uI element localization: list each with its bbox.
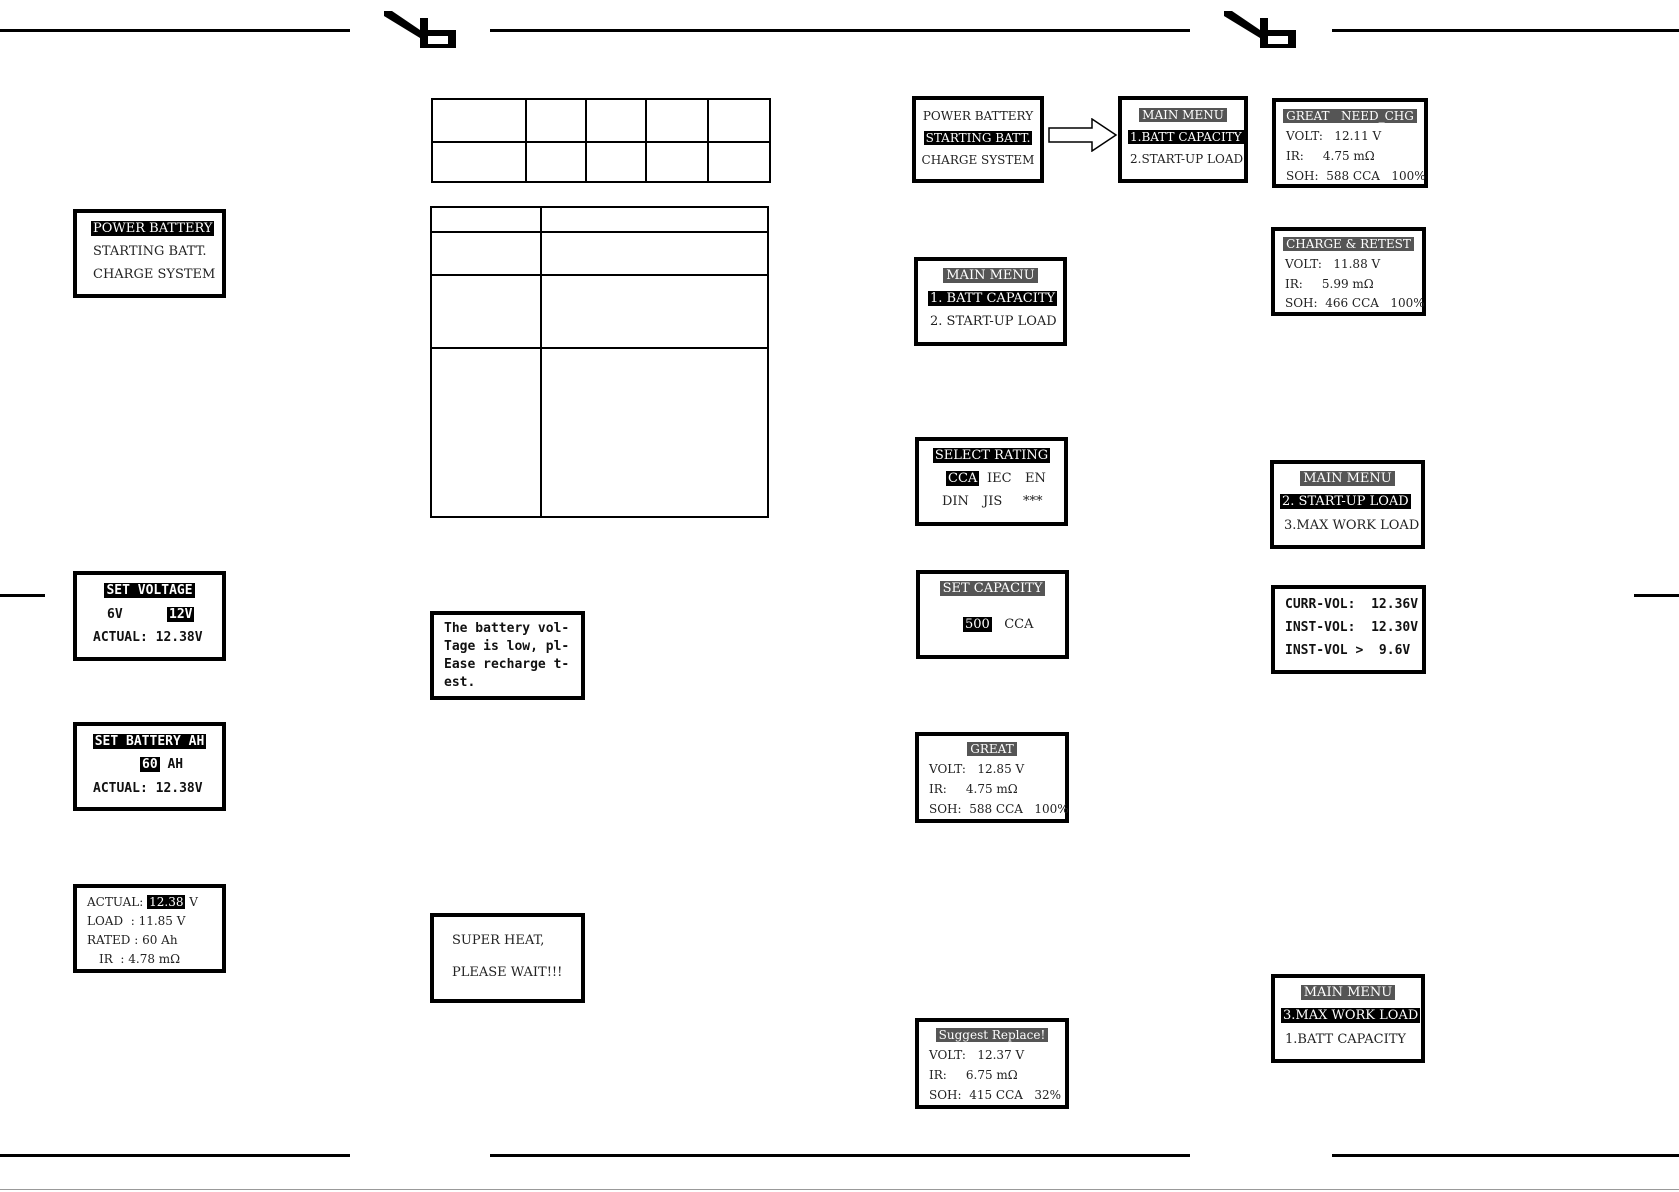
result-volt: VOLT: 12.11 V	[1286, 129, 1382, 143]
result-status-badge: GREAT	[967, 742, 1017, 756]
capacity-value[interactable]: 500	[963, 617, 992, 632]
lcd-set-capacity: SET CAPACITY 500 CCA	[916, 570, 1069, 659]
super-heat-line-2: PLEASE WAIT!!!	[452, 965, 563, 980]
lcd-startup-readout: CURR-VOL: 12.36V INST-VOL: 12.30V INST-V…	[1271, 585, 1426, 674]
result-volt: VOLT: 11.88 V	[1285, 257, 1381, 271]
main-menu-title: MAIN MENU	[1139, 108, 1227, 122]
menu-item-batt-capacity[interactable]: 1. BATT CAPACITY	[928, 291, 1058, 306]
top-rule-3	[1332, 29, 1679, 32]
actual-load: LOAD : 11.85 V	[87, 914, 186, 928]
brand-logo-icon	[1224, 11, 1296, 48]
set-battery-ah-title: SET BATTERY AH	[92, 734, 207, 749]
side-mark-left	[0, 594, 45, 597]
menu-item-start-up-load[interactable]: 2. START-UP LOAD	[930, 314, 1057, 329]
menu-item-power-battery[interactable]: POWER BATTERY	[922, 109, 1034, 123]
result-status-badge: CHARGE & RETEST	[1283, 237, 1414, 251]
result-status-badge: GREAT NEED_CHG	[1283, 109, 1417, 123]
low-voltage-line-3: Ease recharge t-	[444, 657, 570, 672]
set-battery-ah-actual: ACTUAL: 12.38V	[93, 781, 203, 796]
lcd-main-menu-3: MAIN MENU 2. START-UP LOAD 3.MAX WORK LO…	[1270, 460, 1425, 549]
inst-vol-readout: INST-VOL: 12.30V	[1285, 620, 1419, 635]
side-mark-right	[1634, 594, 1679, 597]
bottom-rule-2	[490, 1154, 1190, 1157]
spec-table-top	[431, 98, 771, 183]
result-ir: IR: 4.75 mΩ	[1286, 149, 1375, 163]
result-ir: IR: 6.75 mΩ	[929, 1068, 1018, 1082]
low-voltage-line-2: Tage is low, pl-	[444, 639, 570, 654]
main-menu-title: MAIN MENU	[1300, 471, 1395, 486]
lcd-select-rating: SELECT RATING CCA IEC EN DIN JIS ***	[915, 437, 1068, 526]
result-volt: VOLT: 12.37 V	[929, 1048, 1025, 1062]
actual-label: ACTUAL:	[87, 895, 144, 909]
rating-option-jis[interactable]: JIS	[983, 494, 1003, 509]
result-volt: VOLT: 12.85 V	[929, 762, 1025, 776]
lcd-result-charge-retest: CHARGE & RETEST VOLT: 11.88 V IR: 5.99 m…	[1271, 227, 1426, 316]
low-voltage-line-1: The battery vol-	[444, 621, 570, 636]
menu-item-start-up-load[interactable]: 2.START-UP LOAD	[1130, 152, 1244, 166]
result-ir: IR: 5.99 mΩ	[1285, 277, 1374, 291]
super-heat-line-1: SUPER HEAT,	[452, 933, 545, 948]
arrow-right-icon	[1048, 118, 1118, 152]
voltage-option-12v[interactable]: 12V	[167, 607, 195, 622]
brand-logo-icon	[384, 11, 456, 48]
curr-vol-readout: CURR-VOL: 12.36V	[1285, 597, 1419, 612]
lcd-actual-readout: ACTUAL: 12.38 V LOAD : 11.85 V RATED : 6…	[73, 884, 226, 973]
set-voltage-actual: ACTUAL: 12.38V	[93, 630, 203, 645]
bottom-rule-3	[1332, 1154, 1679, 1157]
footer-rule	[0, 1189, 1679, 1190]
battery-ah-value[interactable]: 60	[140, 757, 160, 772]
result-status-badge: Suggest Replace!	[935, 1028, 1049, 1042]
select-rating-title: SELECT RATING	[932, 448, 1051, 463]
actual-unit: V	[189, 895, 198, 909]
lcd-power-menu-right: POWER BATTERY STARTING BATT. CHARGE SYST…	[912, 96, 1044, 183]
lcd-power-menu: POWER BATTERY STARTING BATT. CHARGE SYST…	[73, 209, 226, 298]
result-soh: SOH: 415 CCA 32%	[929, 1088, 1062, 1102]
lcd-result-need-chg: GREAT NEED_CHG VOLT: 12.11 V IR: 4.75 mΩ…	[1272, 98, 1428, 188]
low-voltage-line-4: est.	[444, 675, 476, 690]
lcd-main-menu-arrow: MAIN MENU 1.BATT CAPACITY 2.START-UP LOA…	[1118, 96, 1248, 183]
lcd-main-menu-2: MAIN MENU 1. BATT CAPACITY 2. START-UP L…	[914, 257, 1067, 346]
rating-option-custom[interactable]: ***	[1023, 494, 1043, 509]
menu-item-power-battery[interactable]: POWER BATTERY	[91, 221, 215, 236]
menu-item-batt-capacity[interactable]: 1.BATT CAPACITY	[1128, 130, 1244, 144]
actual-rated: RATED : 60 Ah	[87, 933, 178, 947]
capacity-unit: CCA	[1004, 617, 1034, 632]
result-ir: IR: 4.75 mΩ	[929, 782, 1018, 796]
result-soh: SOH: 588 CCA 100%	[1286, 169, 1426, 183]
lcd-super-heat: SUPER HEAT, PLEASE WAIT!!!	[430, 913, 585, 1003]
set-capacity-title: SET CAPACITY	[939, 581, 1046, 596]
main-menu-title: MAIN MENU	[943, 268, 1038, 283]
menu-item-starting-batt[interactable]: STARTING BATT.	[93, 244, 207, 259]
result-soh: SOH: 466 CCA 100%	[1285, 296, 1425, 310]
lcd-result-great: GREAT VOLT: 12.85 V IR: 4.75 mΩ SOH: 588…	[915, 732, 1069, 823]
actual-ir: IR : 4.78 mΩ	[99, 952, 181, 966]
menu-item-batt-capacity[interactable]: 1.BATT CAPACITY	[1285, 1032, 1406, 1047]
spec-table-bottom	[430, 206, 769, 518]
top-rule-1	[0, 29, 350, 32]
rating-option-iec[interactable]: IEC	[987, 471, 1012, 486]
lcd-low-voltage-message: The battery vol- Tage is low, pl- Ease r…	[430, 611, 585, 700]
inst-vol-threshold: INST-VOL > 9.6V	[1285, 643, 1411, 658]
menu-item-max-work-load[interactable]: 3.MAX WORK LOAD	[1284, 518, 1420, 533]
rating-option-din[interactable]: DIN	[942, 494, 969, 509]
top-rule-2	[490, 29, 1190, 32]
result-soh: SOH: 588 CCA 100%	[929, 802, 1069, 816]
battery-ah-unit: AH	[167, 757, 184, 772]
menu-item-charge-system[interactable]: CHARGE SYSTEM	[921, 153, 1035, 167]
voltage-option-6v[interactable]: 6V	[107, 607, 123, 622]
menu-item-start-up-load[interactable]: 2. START-UP LOAD	[1280, 494, 1411, 509]
menu-item-charge-system[interactable]: CHARGE SYSTEM	[93, 267, 216, 282]
main-menu-title: MAIN MENU	[1300, 985, 1396, 1000]
lcd-set-voltage: SET VOLTAGE 6V 12V ACTUAL: 12.38V	[73, 571, 226, 661]
actual-value: 12.38	[147, 895, 186, 909]
rating-option-cca[interactable]: CCA	[946, 471, 980, 486]
lcd-result-replace: Suggest Replace! VOLT: 12.37 V IR: 6.75 …	[915, 1018, 1069, 1109]
set-voltage-title: SET VOLTAGE	[104, 583, 195, 598]
bottom-rule-1	[0, 1154, 350, 1157]
lcd-set-battery-ah: SET BATTERY AH 60 AH ACTUAL: 12.38V	[73, 722, 226, 811]
rating-option-en[interactable]: EN	[1025, 471, 1046, 486]
lcd-main-menu-4: MAIN MENU 3.MAX WORK LOAD 1.BATT CAPACIT…	[1271, 974, 1425, 1063]
menu-item-max-work-load[interactable]: 3.MAX WORK LOAD	[1281, 1008, 1421, 1023]
menu-item-starting-batt[interactable]: STARTING BATT.	[923, 131, 1033, 145]
